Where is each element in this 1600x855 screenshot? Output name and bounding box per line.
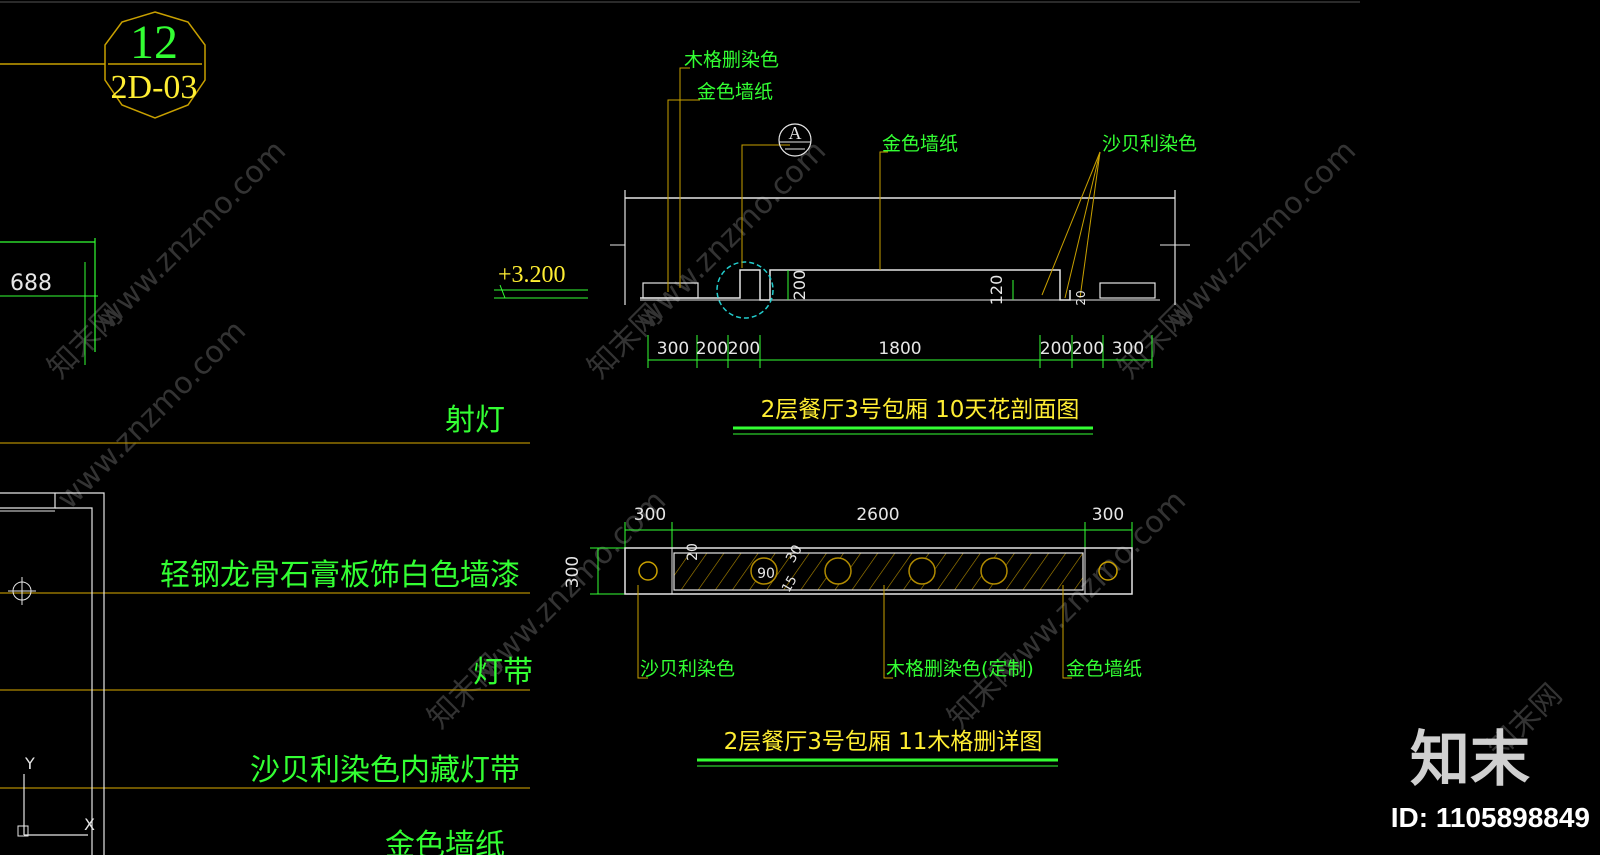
left-dimension-688: 688: [10, 271, 52, 296]
dim-300: 300: [1092, 505, 1124, 525]
left-elevation: 688 射灯 轻钢龙骨石膏板饰白色墙漆 灯带 沙贝利染色内藏灯带 金色墙纸 Y …: [0, 238, 533, 855]
dim-300: 300: [657, 339, 689, 359]
dim-1800: 1800: [878, 339, 921, 359]
dim-15: 15: [779, 573, 800, 595]
axis-x-label: X: [84, 815, 95, 834]
dim-200: 200: [696, 339, 728, 359]
wood-grille-detail: 300 2600 300 300 20 30 90 15 沙贝利染色 木格删染色…: [563, 505, 1142, 767]
dim-20-small: 20: [1074, 290, 1088, 305]
detail-marker-label: A: [789, 123, 802, 143]
dim-300: 300: [1112, 339, 1144, 359]
image-id: ID: 1105898849: [1391, 802, 1590, 833]
label-light-strip: 灯带: [473, 655, 533, 690]
dim-20: 20: [685, 543, 701, 561]
dim-300-vertical: 300: [563, 556, 583, 588]
sheet-number: 12: [130, 16, 178, 69]
dim-200: 200: [728, 339, 760, 359]
dim-120-vertical: 120: [987, 275, 1006, 306]
sheet-tag: 12 2D-03: [0, 11, 206, 119]
level-mark: +3.200: [494, 262, 588, 299]
dim-300: 300: [634, 505, 666, 525]
callout-sapele: 沙贝利染色: [1102, 133, 1197, 155]
dim-200-vertical: 200: [790, 270, 809, 301]
label-gold-wallpaper: 金色墙纸: [385, 828, 505, 855]
watermark-site: www.znzmo.com: [90, 134, 293, 337]
label-sapele-strip: 沙贝利染色内藏灯带: [250, 753, 520, 788]
sheet-code: 2D-03: [111, 69, 198, 106]
ucs-axis-icon: Y X: [17, 754, 95, 837]
dim-2600: 2600: [856, 505, 899, 525]
label-spotlight: 射灯: [445, 403, 505, 438]
watermark-site: www.znzmo.com: [630, 134, 833, 337]
callout-wood-grille-custom: 木格删染色(定制): [886, 658, 1034, 680]
callout-wood-grille: 木格删染色: [684, 49, 779, 71]
dim-90: 90: [757, 566, 775, 582]
label-gypsum-board: 轻钢龙骨石膏板饰白色墙漆: [160, 558, 520, 593]
watermark-layer: www.znzmo.com 知末网 www.znzmo.com 知末网 www.…: [41, 134, 1569, 766]
dim-200: 200: [1072, 339, 1104, 359]
dim-30: 30: [783, 542, 806, 565]
callout-gold-wallpaper: 金色墙纸: [882, 133, 958, 155]
watermark-site: www.znzmo.com: [1160, 134, 1363, 337]
detail-marker-a: A: [778, 123, 812, 157]
axis-y-label: Y: [24, 754, 35, 773]
brand-logo: 知末: [1410, 725, 1530, 795]
ceiling-section: 木格删染色 金色墙纸 金色墙纸 沙贝利染色 A +3.200 200 120 2…: [494, 49, 1197, 435]
detail-title: 2层餐厅3号包厢 11木格删详图: [724, 729, 1043, 755]
dim-200: 200: [1040, 339, 1072, 359]
section-title: 2层餐厅3号包厢 10天花剖面图: [761, 397, 1080, 423]
callout-gold-wallpaper: 金色墙纸: [1066, 658, 1142, 680]
callout-gold-wallpaper: 金色墙纸: [697, 81, 773, 103]
level-value: +3.200: [498, 262, 566, 288]
callout-sapele: 沙贝利染色: [640, 658, 735, 680]
